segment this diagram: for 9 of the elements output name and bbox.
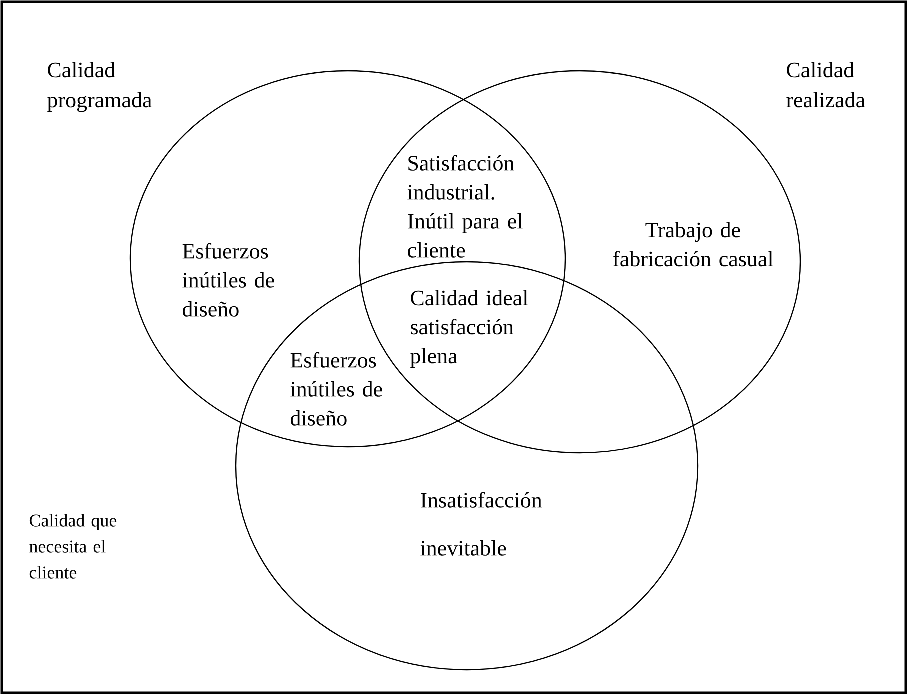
region-label: Satisfacción industrial. Inútil para el cliente bbox=[408, 155, 523, 258]
region-label: Trabajo de fabricación casual bbox=[613, 222, 774, 267]
region-label: Esfuerzos inútiles de diseño bbox=[182, 243, 274, 317]
region-label: Calidad que necesita el cliente bbox=[30, 514, 117, 579]
circle-label: Calidad programada bbox=[48, 62, 152, 112]
region-label: Calidad ideal satisfacción plena bbox=[410, 290, 528, 368]
region-label: Esfuerzos inútiles de diseño bbox=[290, 352, 382, 426]
region-label: Insatisfacción inevitable bbox=[420, 492, 542, 556]
circle-label: Calidad realizada bbox=[786, 62, 866, 108]
